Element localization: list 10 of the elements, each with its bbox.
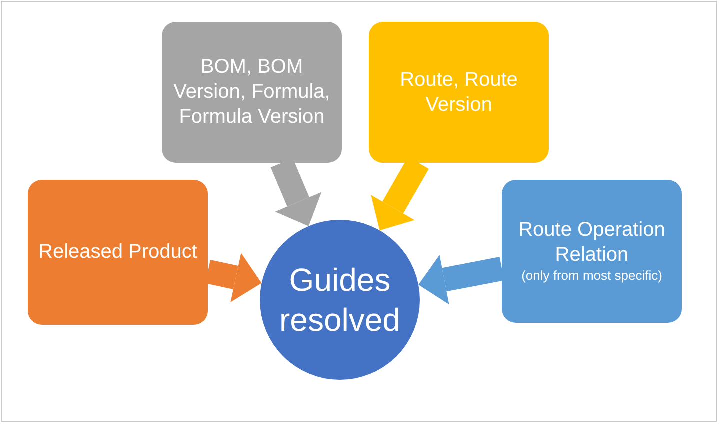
process-box — [502, 180, 682, 323]
node-label: Route Operation Relation — [518, 218, 666, 268]
node-label: Released Product — [38, 240, 198, 265]
node-label: Route, Route Version — [399, 68, 519, 118]
node-label: Guides resolved — [278, 261, 402, 340]
process-box — [369, 22, 549, 163]
process-box — [28, 180, 208, 325]
node-label: BOM, BOM Version, Formula, Formula Version — [172, 55, 332, 130]
process-box — [162, 22, 342, 163]
node-note: (only from most specific) — [522, 268, 662, 285]
